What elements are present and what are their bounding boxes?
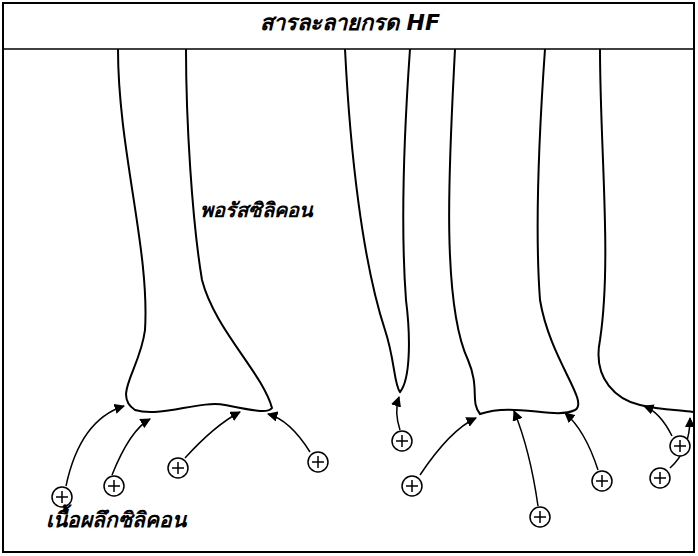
hole-symbol bbox=[650, 468, 670, 488]
hole-arrow bbox=[420, 418, 476, 475]
hole-arrow bbox=[514, 411, 538, 506]
pore-outlines bbox=[118, 49, 693, 414]
solution-boundary bbox=[3, 48, 694, 50]
pore-wall bbox=[599, 49, 693, 412]
hole-arrow bbox=[66, 406, 124, 486]
hole-symbol bbox=[530, 507, 550, 527]
porous-silicon-label: พอรัสซิลิคอน bbox=[200, 198, 313, 222]
hole-arrow bbox=[112, 419, 150, 475]
hole-arrows bbox=[66, 397, 690, 506]
hole-symbol bbox=[52, 487, 72, 507]
hole-arrow bbox=[644, 406, 672, 436]
pore-wall bbox=[118, 49, 272, 412]
hole-symbol bbox=[392, 431, 412, 451]
hole-arrow bbox=[565, 413, 598, 470]
bulk-silicon-label: เนื้อผลึกซิลิคอน bbox=[46, 508, 186, 533]
hole-symbol bbox=[308, 452, 328, 472]
hole-arrow bbox=[670, 418, 690, 468]
pore-wall bbox=[449, 49, 578, 414]
hole-symbol bbox=[592, 471, 612, 491]
hole-symbol bbox=[168, 458, 188, 478]
hole-symbol bbox=[670, 436, 690, 456]
solution-label: สารละลายกรด HF bbox=[260, 10, 440, 36]
pore-wall bbox=[345, 49, 410, 392]
hole-arrow bbox=[397, 397, 400, 430]
hole-arrow bbox=[268, 414, 310, 452]
hole-symbol bbox=[104, 476, 124, 496]
frame bbox=[3, 3, 694, 552]
hole-symbol bbox=[402, 476, 422, 496]
hole-arrow bbox=[185, 412, 240, 458]
